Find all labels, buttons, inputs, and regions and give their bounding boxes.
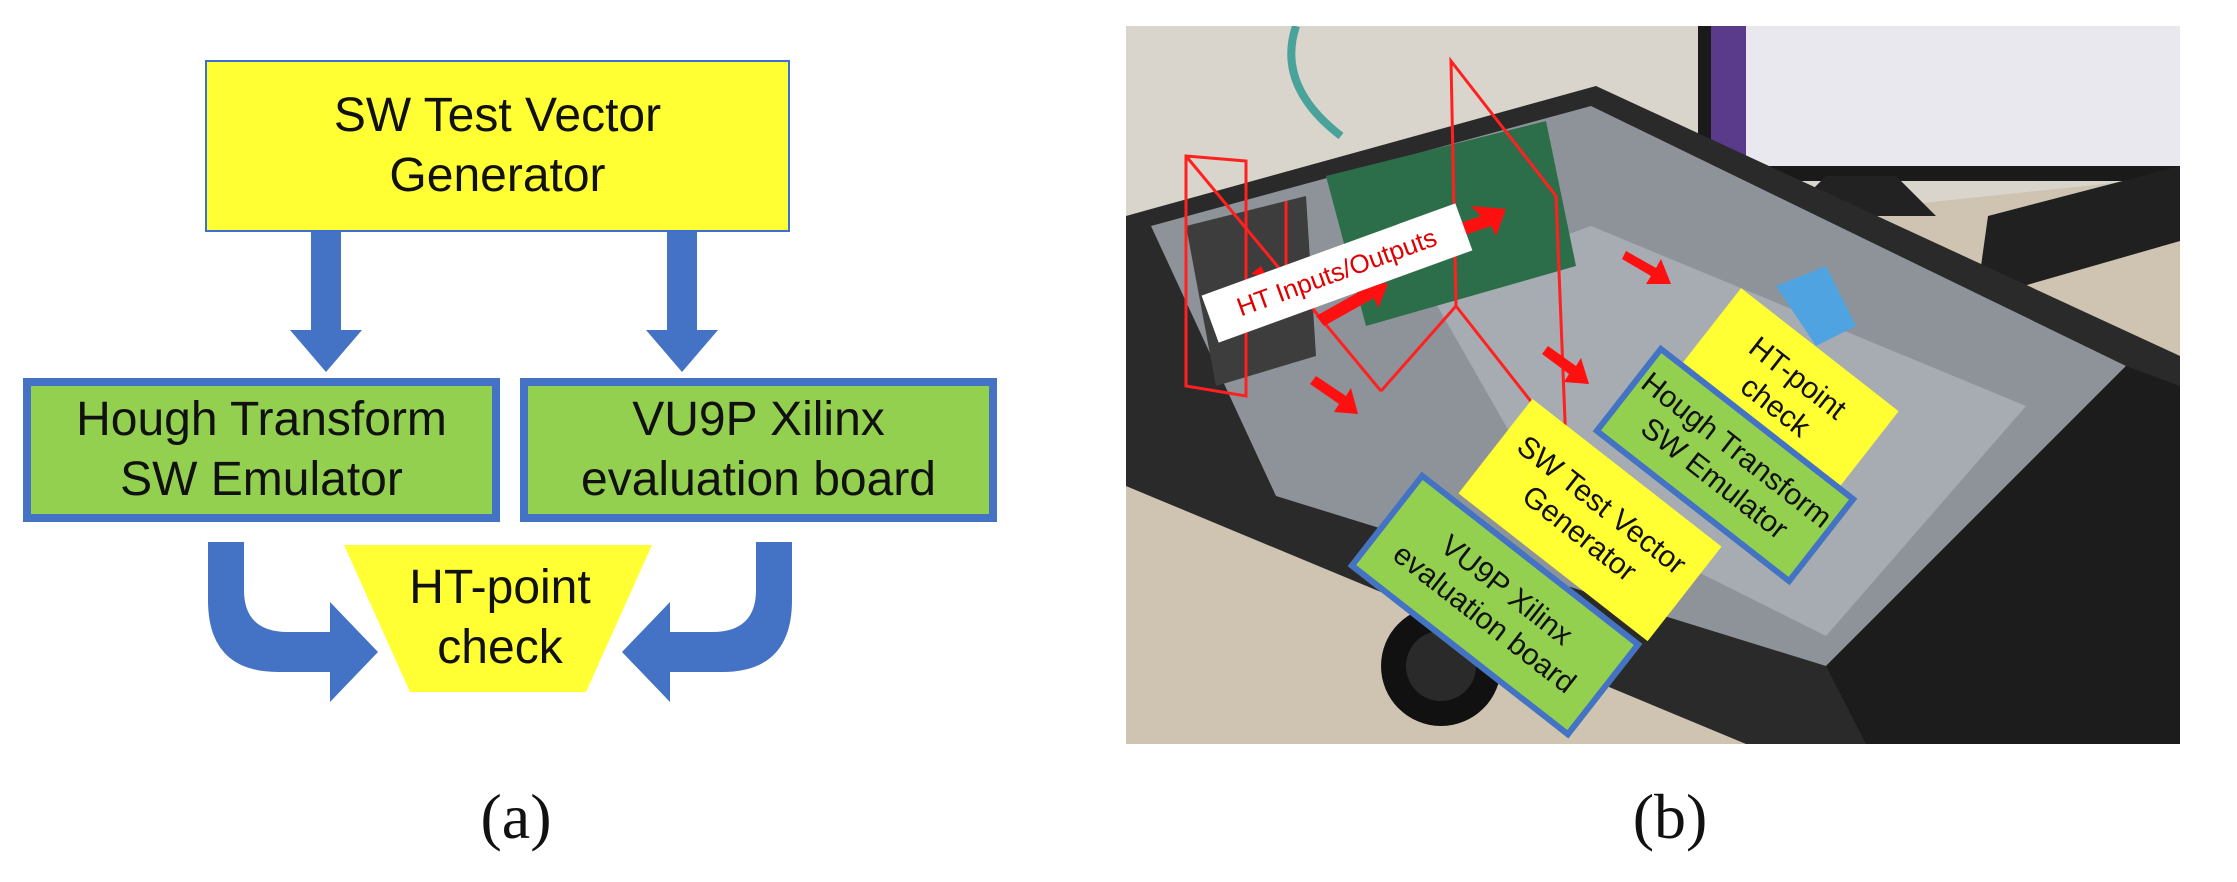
red-plane-left <box>1184 154 1248 398</box>
board-box: VU9P Xilinx evaluation board <box>520 378 997 522</box>
arrow-generator-to-emulator <box>290 195 362 372</box>
check-label: HT-point check <box>409 561 591 674</box>
generator-box: SW Test Vector Generator <box>205 60 790 232</box>
emulator-box: Hough Transform SW Emulator <box>23 378 500 522</box>
arrow-generator-to-board <box>646 195 718 372</box>
generator-label: SW Test Vector Generator <box>333 89 662 202</box>
caption-a: (a) <box>480 781 552 852</box>
caption-b: (b) <box>1632 781 1708 852</box>
emulator-label: Hough Transform SW Emulator <box>76 393 447 506</box>
board-label: VU9P Xilinx evaluation board <box>581 393 936 506</box>
check-box: HT-point check <box>355 548 645 688</box>
arrow-board-to-check <box>622 542 792 702</box>
check-trapezoid <box>344 545 652 692</box>
arrow-emulator-to-check <box>208 542 378 702</box>
